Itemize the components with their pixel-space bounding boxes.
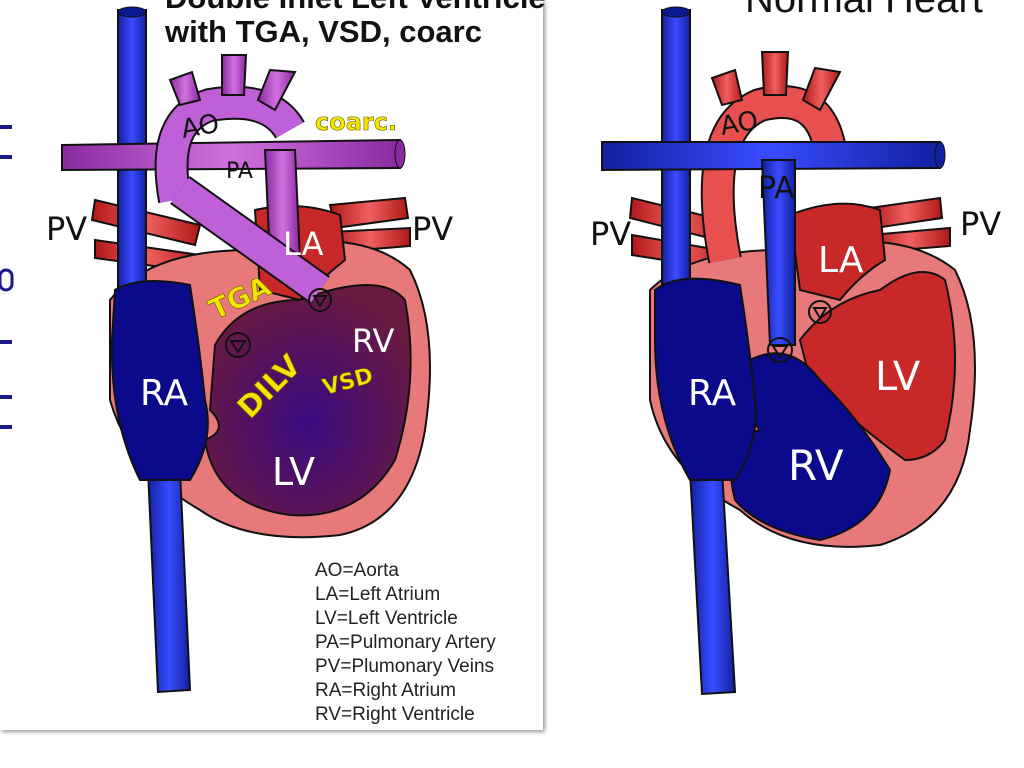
label-pv-left: PV — [590, 215, 631, 253]
label-pv-right: PV — [960, 205, 1001, 243]
label-ao: AO — [179, 109, 221, 145]
label-pv-left: PV — [46, 210, 87, 248]
label-rv: RV — [788, 441, 844, 490]
left-title-line2: with TGA, VSD, coarc — [164, 14, 482, 49]
left-ventricle-dilv — [203, 284, 412, 517]
label-pv-right: PV — [412, 210, 453, 248]
label-ao: AO — [718, 106, 760, 142]
valves — [767, 300, 832, 363]
clipped-side-text — [0, 125, 14, 429]
legend-item: LA=Left Atrium — [315, 584, 440, 605]
right-heart: Normal Heart AO PA P — [590, 0, 1001, 696]
label-la: LA — [818, 240, 864, 281]
label-la: LA — [283, 225, 324, 263]
label-rv: RV — [352, 322, 394, 360]
legend-item: PV=Plumonary Veins — [315, 656, 494, 677]
legend-item: PA=Pulmonary Artery — [315, 632, 496, 653]
label-ra: RA — [688, 373, 737, 414]
label-coarc: coarc. — [315, 108, 397, 136]
left-atrium — [788, 202, 887, 302]
right-atrium — [654, 277, 757, 481]
right-ventricle — [729, 352, 892, 542]
legend: AO=Aorta LA=Left Atrium LV=Left Ventricl… — [315, 560, 496, 725]
valves — [225, 288, 332, 358]
left-title-line1: Double Inlet Left Ventricle — [165, 0, 546, 15]
label-lv: LV — [272, 450, 315, 494]
legend-item: RV=Right Ventricle — [315, 704, 475, 725]
label-lv: LV — [875, 354, 921, 400]
label-ra: RA — [140, 373, 189, 414]
label-pa: PA — [226, 159, 253, 184]
right-atrium — [110, 280, 209, 481]
left-ventricle — [798, 271, 956, 462]
label-pa: PA — [758, 171, 795, 206]
left-heart: Double Inlet Left Ventricle with TGA, VS… — [46, 0, 546, 725]
legend-item: AO=Aorta — [315, 560, 399, 581]
right-title: Normal Heart — [745, 0, 983, 21]
legend-item: LV=Left Ventricle — [315, 608, 458, 629]
legend-item: RA=Right Atrium — [315, 680, 456, 701]
